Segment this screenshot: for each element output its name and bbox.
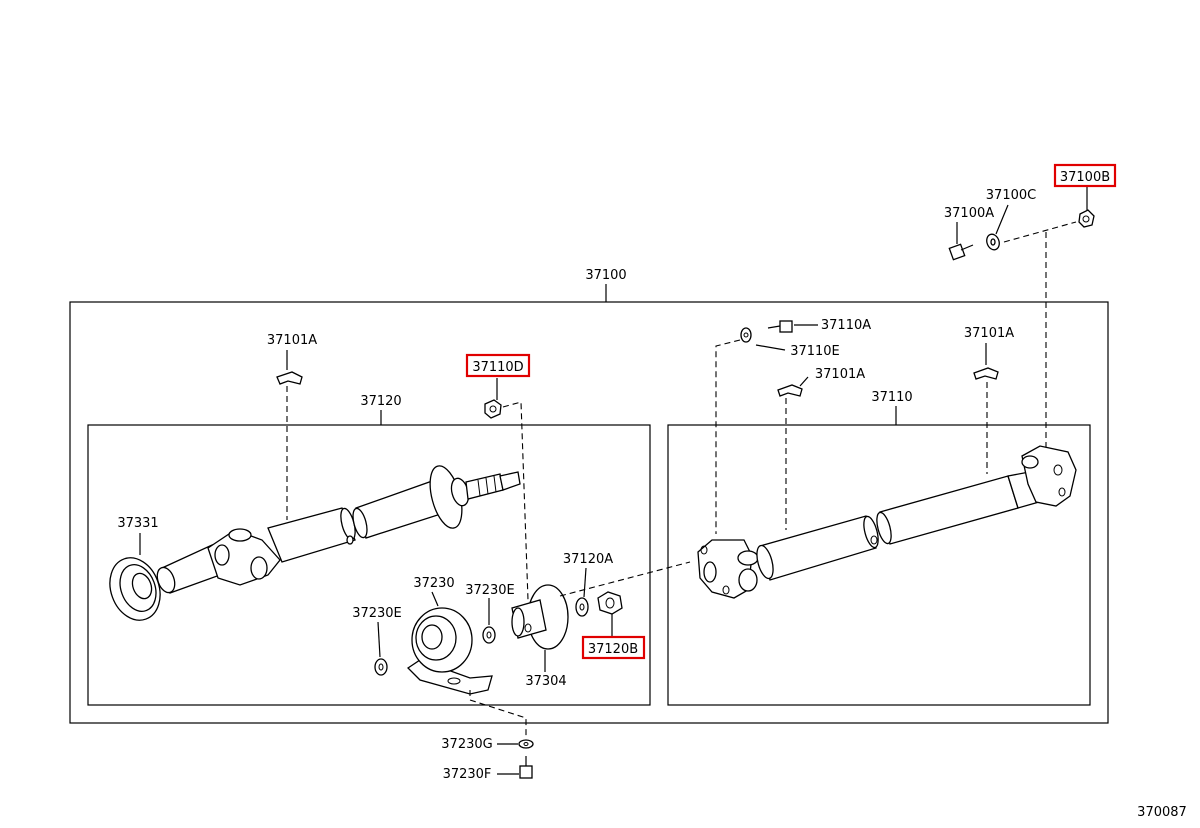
flange-yoke-37304 [511, 584, 569, 650]
label-37230G: 37230G [441, 737, 492, 752]
dashed-link-37110E [715, 339, 741, 534]
label-37230: 37230 [413, 576, 454, 591]
spider-37101A-mid [777, 384, 803, 397]
dashed-link-bearing-mount [469, 690, 527, 738]
spider-37101A-left [276, 371, 303, 385]
label-37120B: 37120B [588, 642, 638, 657]
highlight-37110D [465, 353, 531, 378]
label-37120A: 37120A [563, 552, 613, 567]
leader-37230 [431, 591, 439, 607]
washer-37120A [575, 597, 589, 617]
label-37304: 37304 [525, 674, 566, 689]
bolt-37100A [948, 243, 974, 261]
assembly-frame-37120 [87, 424, 651, 706]
washer-37230E-left [374, 658, 388, 676]
label-37100A: 37100A [944, 206, 994, 221]
label-37110: 37110 [871, 390, 912, 405]
assembly-frame-37100 [69, 301, 1109, 724]
label-37230E-right: 37230E [465, 583, 515, 598]
label-37331: 37331 [117, 516, 158, 531]
label-37120: 37120 [360, 394, 401, 409]
bolt-37110A [767, 320, 793, 333]
label-37101A-left: 37101A [267, 333, 317, 348]
nut-37120B [597, 591, 623, 615]
label-37101A-mid: 37101A [815, 367, 865, 382]
highlight-37100B [1053, 163, 1117, 188]
propeller-shaft-37110 [697, 445, 1077, 599]
leader-37100C [995, 204, 1009, 235]
leader-37110E [755, 344, 786, 351]
center-bearing-37230 [406, 607, 493, 695]
label-37110A: 37110A [821, 318, 871, 333]
highlight-37120B [581, 635, 646, 660]
leader-37230E-left [377, 621, 381, 658]
label-37230F: 37230F [443, 767, 492, 782]
dashed-link-37100 [1003, 221, 1077, 243]
propeller-shaft-37120 [156, 465, 521, 594]
label-37101A-right: 37101A [964, 326, 1014, 341]
leader-37101A-mid [799, 376, 809, 387]
label-37110D: 37110D [472, 360, 523, 375]
label-37100: 37100 [585, 268, 626, 283]
seal-37331 [109, 557, 161, 621]
nut-37100B [1078, 209, 1095, 228]
spider-37101A-right [973, 367, 999, 380]
label-37230E-left: 37230E [352, 606, 402, 621]
washer-37230E-right [482, 626, 496, 644]
label-37100C: 37100C [986, 188, 1036, 203]
dashed-link-37110D [502, 401, 529, 601]
assembly-frame-37110 [667, 424, 1091, 706]
bolt-37230F [519, 756, 533, 779]
washer-37110E [740, 327, 752, 343]
label-37110E: 37110E [790, 344, 840, 359]
label-37100B: 37100B [1060, 170, 1110, 185]
washer-37100C [986, 233, 1000, 251]
nut-37110D [484, 399, 502, 419]
figure-code: 370087 [1137, 805, 1187, 820]
washer-37230G [518, 739, 534, 749]
dashed-link-flange [559, 561, 691, 597]
leader-37120A [583, 567, 587, 598]
